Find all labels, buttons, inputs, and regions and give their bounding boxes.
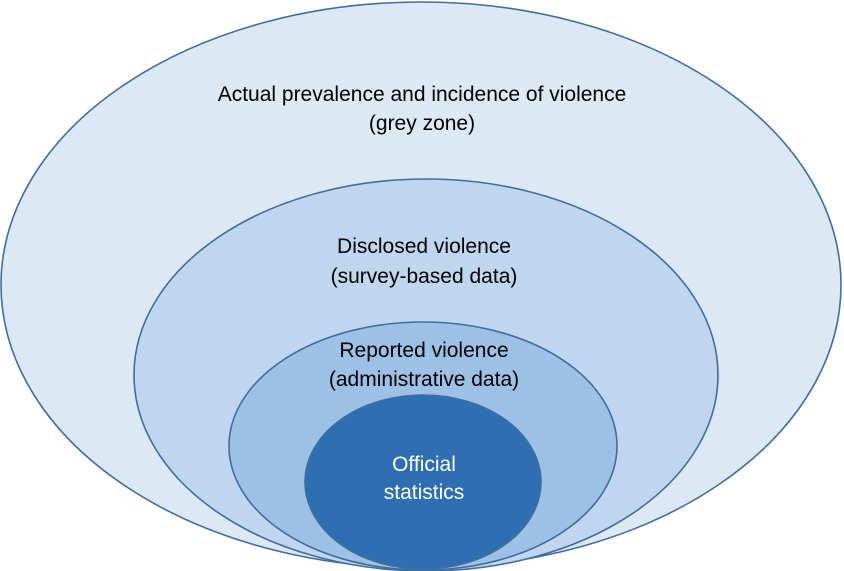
label-reported-line1: Reported violence bbox=[339, 339, 508, 362]
label-reported-line2: (administrative data) bbox=[329, 368, 519, 391]
ellipse-official bbox=[304, 394, 542, 570]
label-actual-line1: Actual prevalence and incidence of viole… bbox=[218, 83, 627, 106]
layer-official: Official statistics bbox=[304, 394, 542, 570]
label-official-line1: Official bbox=[392, 453, 456, 476]
label-official-line2: statistics bbox=[384, 481, 465, 504]
label-disclosed-line1: Disclosed violence bbox=[337, 235, 511, 258]
label-disclosed-line2: (survey-based data) bbox=[331, 265, 518, 288]
label-actual-line2: (grey zone) bbox=[369, 112, 475, 135]
